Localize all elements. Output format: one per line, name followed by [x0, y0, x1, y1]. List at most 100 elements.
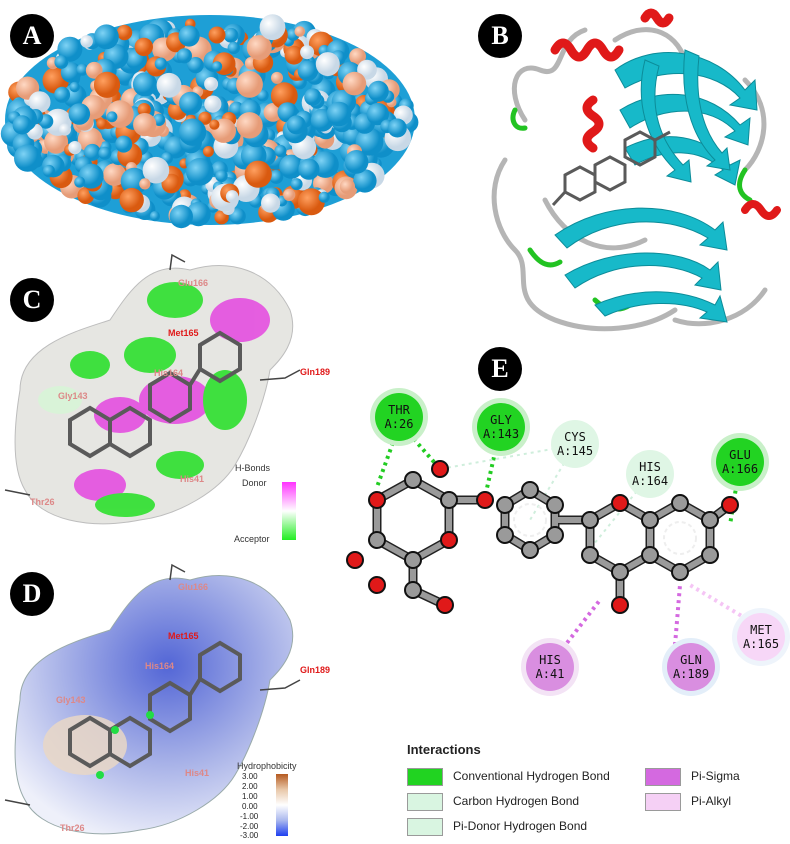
- residue-name: THR: [388, 403, 410, 417]
- panel-e-label: E: [478, 347, 522, 391]
- surface-atom: [80, 35, 93, 48]
- residue-id: A:165: [742, 637, 780, 651]
- surface-atom: [94, 24, 119, 50]
- surface-atom: [198, 111, 212, 125]
- surface-atom: [215, 169, 228, 183]
- surface-atom: [83, 143, 101, 161]
- surface-atom: [106, 111, 118, 123]
- residue-id: A:41: [535, 667, 565, 681]
- residue-id: A:189: [672, 667, 710, 681]
- surface-atom: [96, 118, 108, 130]
- surface-atom: [297, 60, 319, 81]
- surface-atom: [300, 45, 315, 60]
- tick-label: -1.00: [240, 812, 259, 821]
- surface-atom: [54, 86, 71, 103]
- surface-atom: [208, 26, 226, 44]
- residue-label-his164-d: His164: [145, 661, 175, 671]
- surface-atom: [98, 146, 112, 160]
- residue-name: MET: [750, 623, 772, 637]
- residue-name: CYS: [564, 430, 586, 444]
- residue-id: A:145: [556, 444, 594, 458]
- surface-atom: [286, 115, 306, 135]
- surface-atom: [42, 164, 56, 178]
- surface-atom: [137, 103, 151, 117]
- residue-name: GLN: [680, 653, 702, 667]
- surface-atom: [225, 190, 239, 203]
- surface-atom: [366, 102, 389, 126]
- residue-label-gly143-d: Gly143: [56, 695, 86, 705]
- surface-atom: [244, 160, 272, 188]
- surface-atom: [269, 169, 284, 184]
- surface-atom: [318, 191, 330, 203]
- surface-atom: [54, 55, 69, 69]
- tick-label: -3.00: [240, 831, 259, 840]
- surface-atom: [60, 62, 82, 83]
- surface-atom: [93, 71, 121, 98]
- hbond-color-scale: [282, 482, 296, 540]
- hbond-surface-image: [4, 253, 301, 525]
- surface-atom: [115, 135, 133, 153]
- surface-atom: [14, 144, 42, 172]
- surface-atom: [353, 169, 377, 193]
- hydrophobicity-surface-image: [4, 563, 301, 835]
- residue-id: A:143: [482, 427, 520, 441]
- surface-atom: [68, 103, 91, 125]
- legend-label: Pi-Sigma: [691, 769, 740, 783]
- legend-label: Conventional Hydrogen Bond: [453, 769, 610, 783]
- surface-atom: [227, 41, 240, 55]
- legend-label: Pi-Donor Hydrogen Bond: [453, 819, 588, 833]
- surface-atom: [223, 27, 239, 43]
- surface-atom: [44, 129, 69, 154]
- residue-label-his164-c: His164: [154, 368, 184, 378]
- surface-atom: [294, 26, 306, 37]
- residue-label-gln189-d: Gln189: [300, 665, 331, 675]
- hbond-legend-acceptor: Acceptor: [234, 534, 270, 544]
- surface-atom: [259, 14, 286, 41]
- panel-e-interaction-diagram: E: [345, 345, 790, 844]
- hydrophobicity-legend-title: Hydrophobicity: [237, 761, 297, 771]
- surface-atom: [304, 88, 322, 106]
- residue-name: HIS: [639, 460, 661, 474]
- surface-atom: [204, 95, 222, 113]
- surface-atom: [69, 81, 80, 93]
- tick-label: 3.00: [242, 772, 258, 781]
- surface-atom: [57, 36, 83, 62]
- residue-name: GLY: [490, 413, 512, 427]
- surface-atom: [263, 103, 283, 122]
- surface-atom: [142, 156, 170, 184]
- tick-label: -2.00: [240, 822, 259, 831]
- hbond-legend-donor: Donor: [242, 478, 267, 488]
- surface-atom: [149, 211, 160, 222]
- surface-atom: [116, 24, 133, 41]
- surface-atom: [279, 154, 304, 179]
- tick-label: 0.00: [242, 802, 258, 811]
- residue-label-his41-c: His41: [180, 474, 205, 484]
- residue-label-gln189-c: Gln189: [300, 367, 331, 377]
- surface-atom: [339, 178, 355, 195]
- surface-atom: [119, 187, 144, 213]
- surface-atom: [74, 176, 86, 188]
- surface-atom: [326, 101, 352, 127]
- panel-d-label: D: [10, 572, 54, 616]
- surface-atom: [178, 118, 207, 146]
- legend-swatch-pidonor: [407, 818, 443, 836]
- surface-atom: [349, 48, 366, 65]
- legend-title: Interactions: [407, 742, 481, 757]
- surface-atom: [176, 48, 192, 64]
- residue-id: A:164: [631, 474, 669, 488]
- panel-d-hydrophobicity-surface: D Glu166 Met165 Gln189 His164 Gly143 His…: [0, 560, 345, 844]
- surface-atom: [132, 72, 158, 97]
- residue-label-thr26-d: Thr26: [60, 823, 85, 833]
- residue-name: HIS: [539, 653, 561, 667]
- surface-atom: [103, 163, 126, 187]
- surface-atom: [186, 158, 214, 186]
- surface-atom: [187, 57, 204, 74]
- hbond-legend-title: H-Bonds: [235, 463, 271, 473]
- surface-atom: [236, 112, 263, 139]
- legend-swatch-carbon: [407, 793, 443, 811]
